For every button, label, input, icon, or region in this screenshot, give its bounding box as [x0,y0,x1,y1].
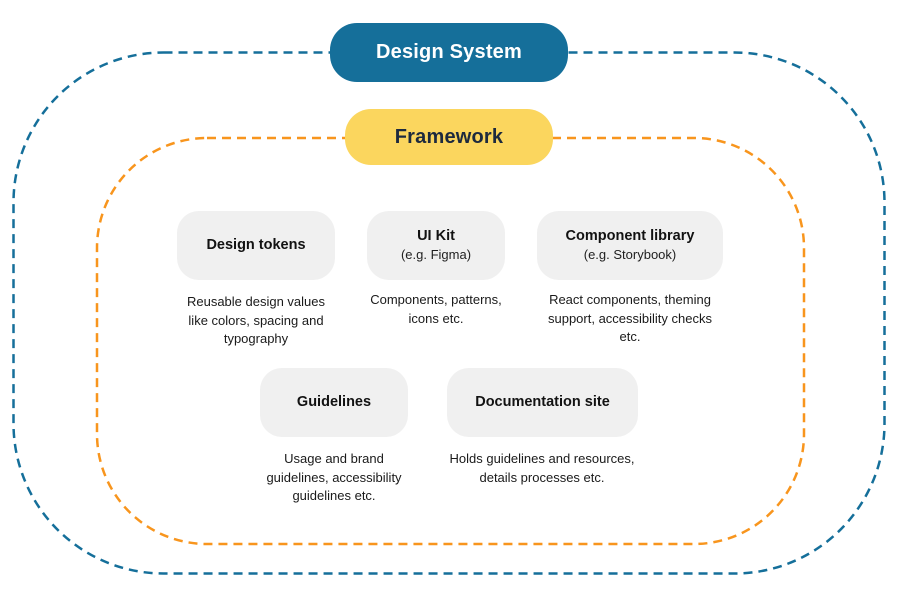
card-ui-kit-title: UI Kit [417,228,455,244]
description-line: icons etc. [408,310,464,326]
card-component-library-subtitle: (e.g. Storybook) [583,247,677,262]
card-ui-kit-description: Components, patterns, icons etc. [336,291,536,328]
description-line: etc. [619,329,641,344]
card-documentation-site-title: Documentation site [475,394,610,410]
description-line: guidelines, accessibility [266,469,402,485]
description-line: Usage and brand [284,451,384,466]
design-system-pill: Design System [330,23,568,82]
description-line: details processes etc. [479,469,605,485]
framework-label: Framework [394,125,504,148]
card-guidelines-title: Guidelines [296,394,372,410]
description-line: guidelines etc. [292,488,376,503]
description-line: typography [223,331,289,346]
card-guidelines-description: Usage and brand guidelines, accessibilit… [234,450,434,506]
card-component-library-description: React components, theming support, acces… [520,291,740,347]
card-guidelines: Guidelines [260,368,408,437]
description-line: like colors, spacing and [188,312,324,328]
card-component-library-title: Component library [565,228,695,244]
card-design-tokens: Design tokens [177,211,335,280]
card-documentation-site: Documentation site [447,368,638,437]
description-line: React components, theming [549,292,711,307]
card-documentation-site-description: Holds guidelines and resources, details … [427,450,657,487]
card-design-tokens-description: Reusable design values like colors, spac… [156,293,356,349]
description-line: Holds guidelines and resources, [449,451,635,466]
card-ui-kit: UI Kit (e.g. Figma) [367,211,505,280]
card-design-tokens-title: Design tokens [206,237,306,253]
design-system-label: Design System [376,41,522,63]
description-line: Reusable design values [186,294,326,309]
description-line: Components, patterns, [370,292,502,307]
framework-pill: Framework [345,109,553,165]
card-ui-kit-subtitle: (e.g. Figma) [400,247,472,262]
card-component-library: Component library (e.g. Storybook) [537,211,723,280]
description-line: support, accessibility checks [547,310,712,326]
